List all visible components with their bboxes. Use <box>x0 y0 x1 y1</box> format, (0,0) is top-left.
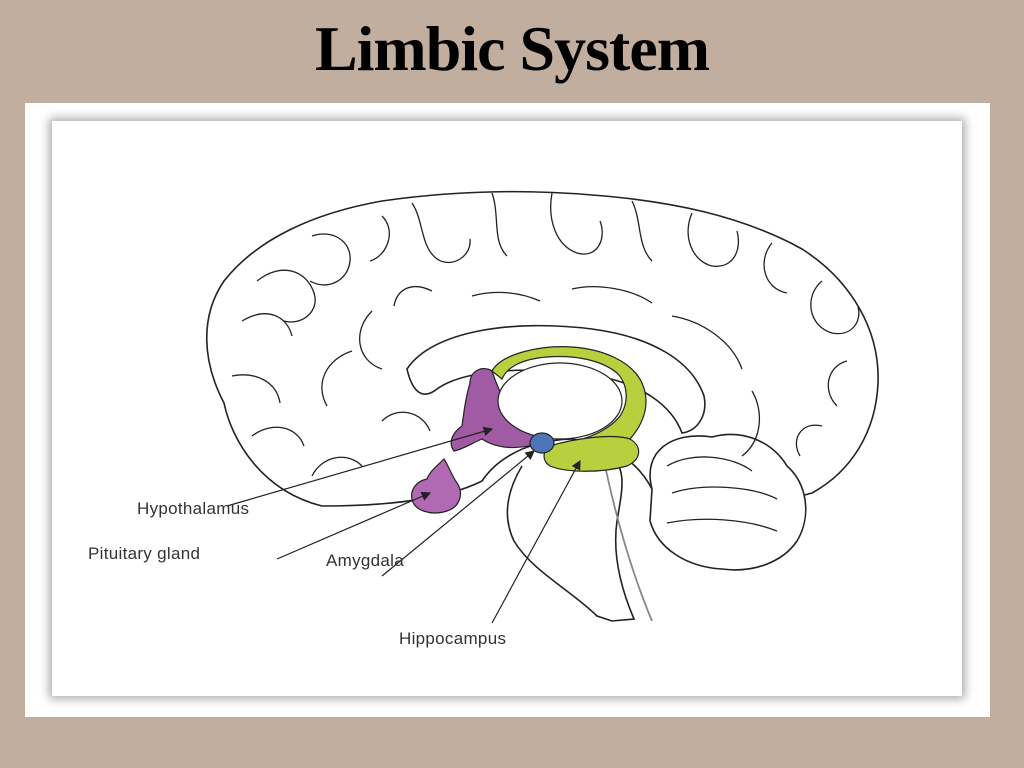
label-hippocampus: Hippocampus <box>399 629 507 648</box>
label-pituitary-gland: Pituitary gland <box>88 544 201 563</box>
hippocampus-structure <box>543 435 640 472</box>
label-amygdala: Amygdala <box>326 551 404 570</box>
diagram-panel: Hypothalamus Pituitary gland Amygdala Hi… <box>52 121 962 696</box>
diagram-frame: Hypothalamus Pituitary gland Amygdala Hi… <box>25 103 990 717</box>
pituitary-pointer <box>276 491 432 560</box>
cerebellum <box>649 433 807 571</box>
amygdala-structure <box>529 432 555 454</box>
brainstem <box>506 455 636 622</box>
hippocampus-pointer <box>491 459 581 624</box>
slide-title: Limbic System <box>314 13 710 84</box>
hypothalamus-pointer <box>226 426 494 507</box>
corpus-callosum <box>406 324 706 434</box>
label-hypothalamus: Hypothalamus <box>137 499 250 518</box>
amygdala-pointer <box>381 450 535 577</box>
brain-diagram <box>205 190 879 624</box>
ventricle-oval <box>497 362 623 440</box>
cortical-folds <box>231 192 860 477</box>
